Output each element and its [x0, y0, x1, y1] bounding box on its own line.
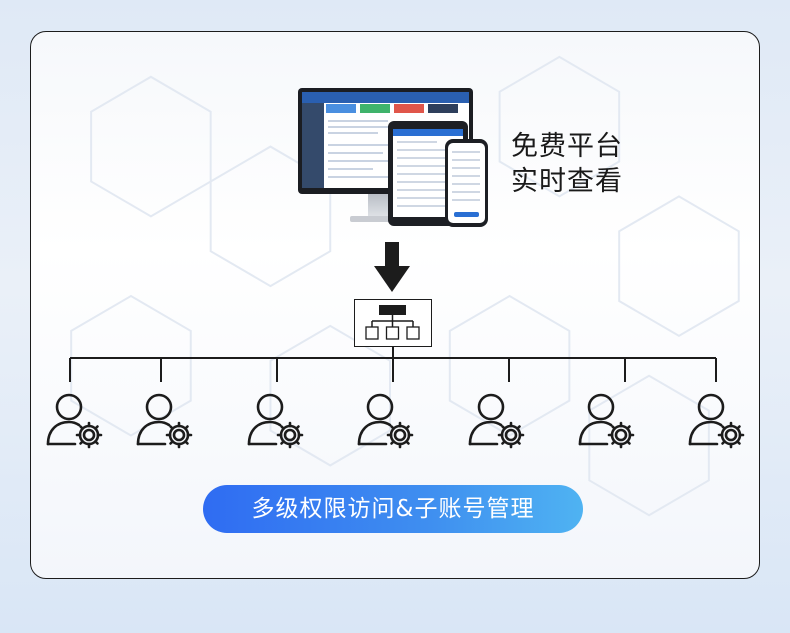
user-gear-icon	[135, 390, 193, 452]
down-arrow-icon	[374, 242, 410, 292]
platform-line-2: 实时查看	[511, 166, 623, 197]
platform-caption: 免费平台 实时查看	[511, 129, 623, 199]
user-gear-icon	[687, 390, 745, 452]
tree-connector-lines	[69, 347, 717, 382]
phone-image	[445, 139, 488, 227]
hexagon-background	[70, 55, 740, 517]
user-gear-icon	[246, 390, 304, 452]
user-gear-icon	[577, 390, 635, 452]
platform-line-1: 免费平台	[511, 131, 623, 162]
user-gear-icon	[467, 390, 525, 452]
user-gear-icon	[356, 390, 414, 452]
permission-banner: 多级权限访问&子账号管理	[203, 485, 583, 533]
main-card: 免费平台 实时查看	[30, 31, 760, 579]
user-gear-icon	[45, 390, 103, 452]
org-structure-box	[354, 299, 432, 347]
hierarchy-icon	[365, 305, 420, 340]
